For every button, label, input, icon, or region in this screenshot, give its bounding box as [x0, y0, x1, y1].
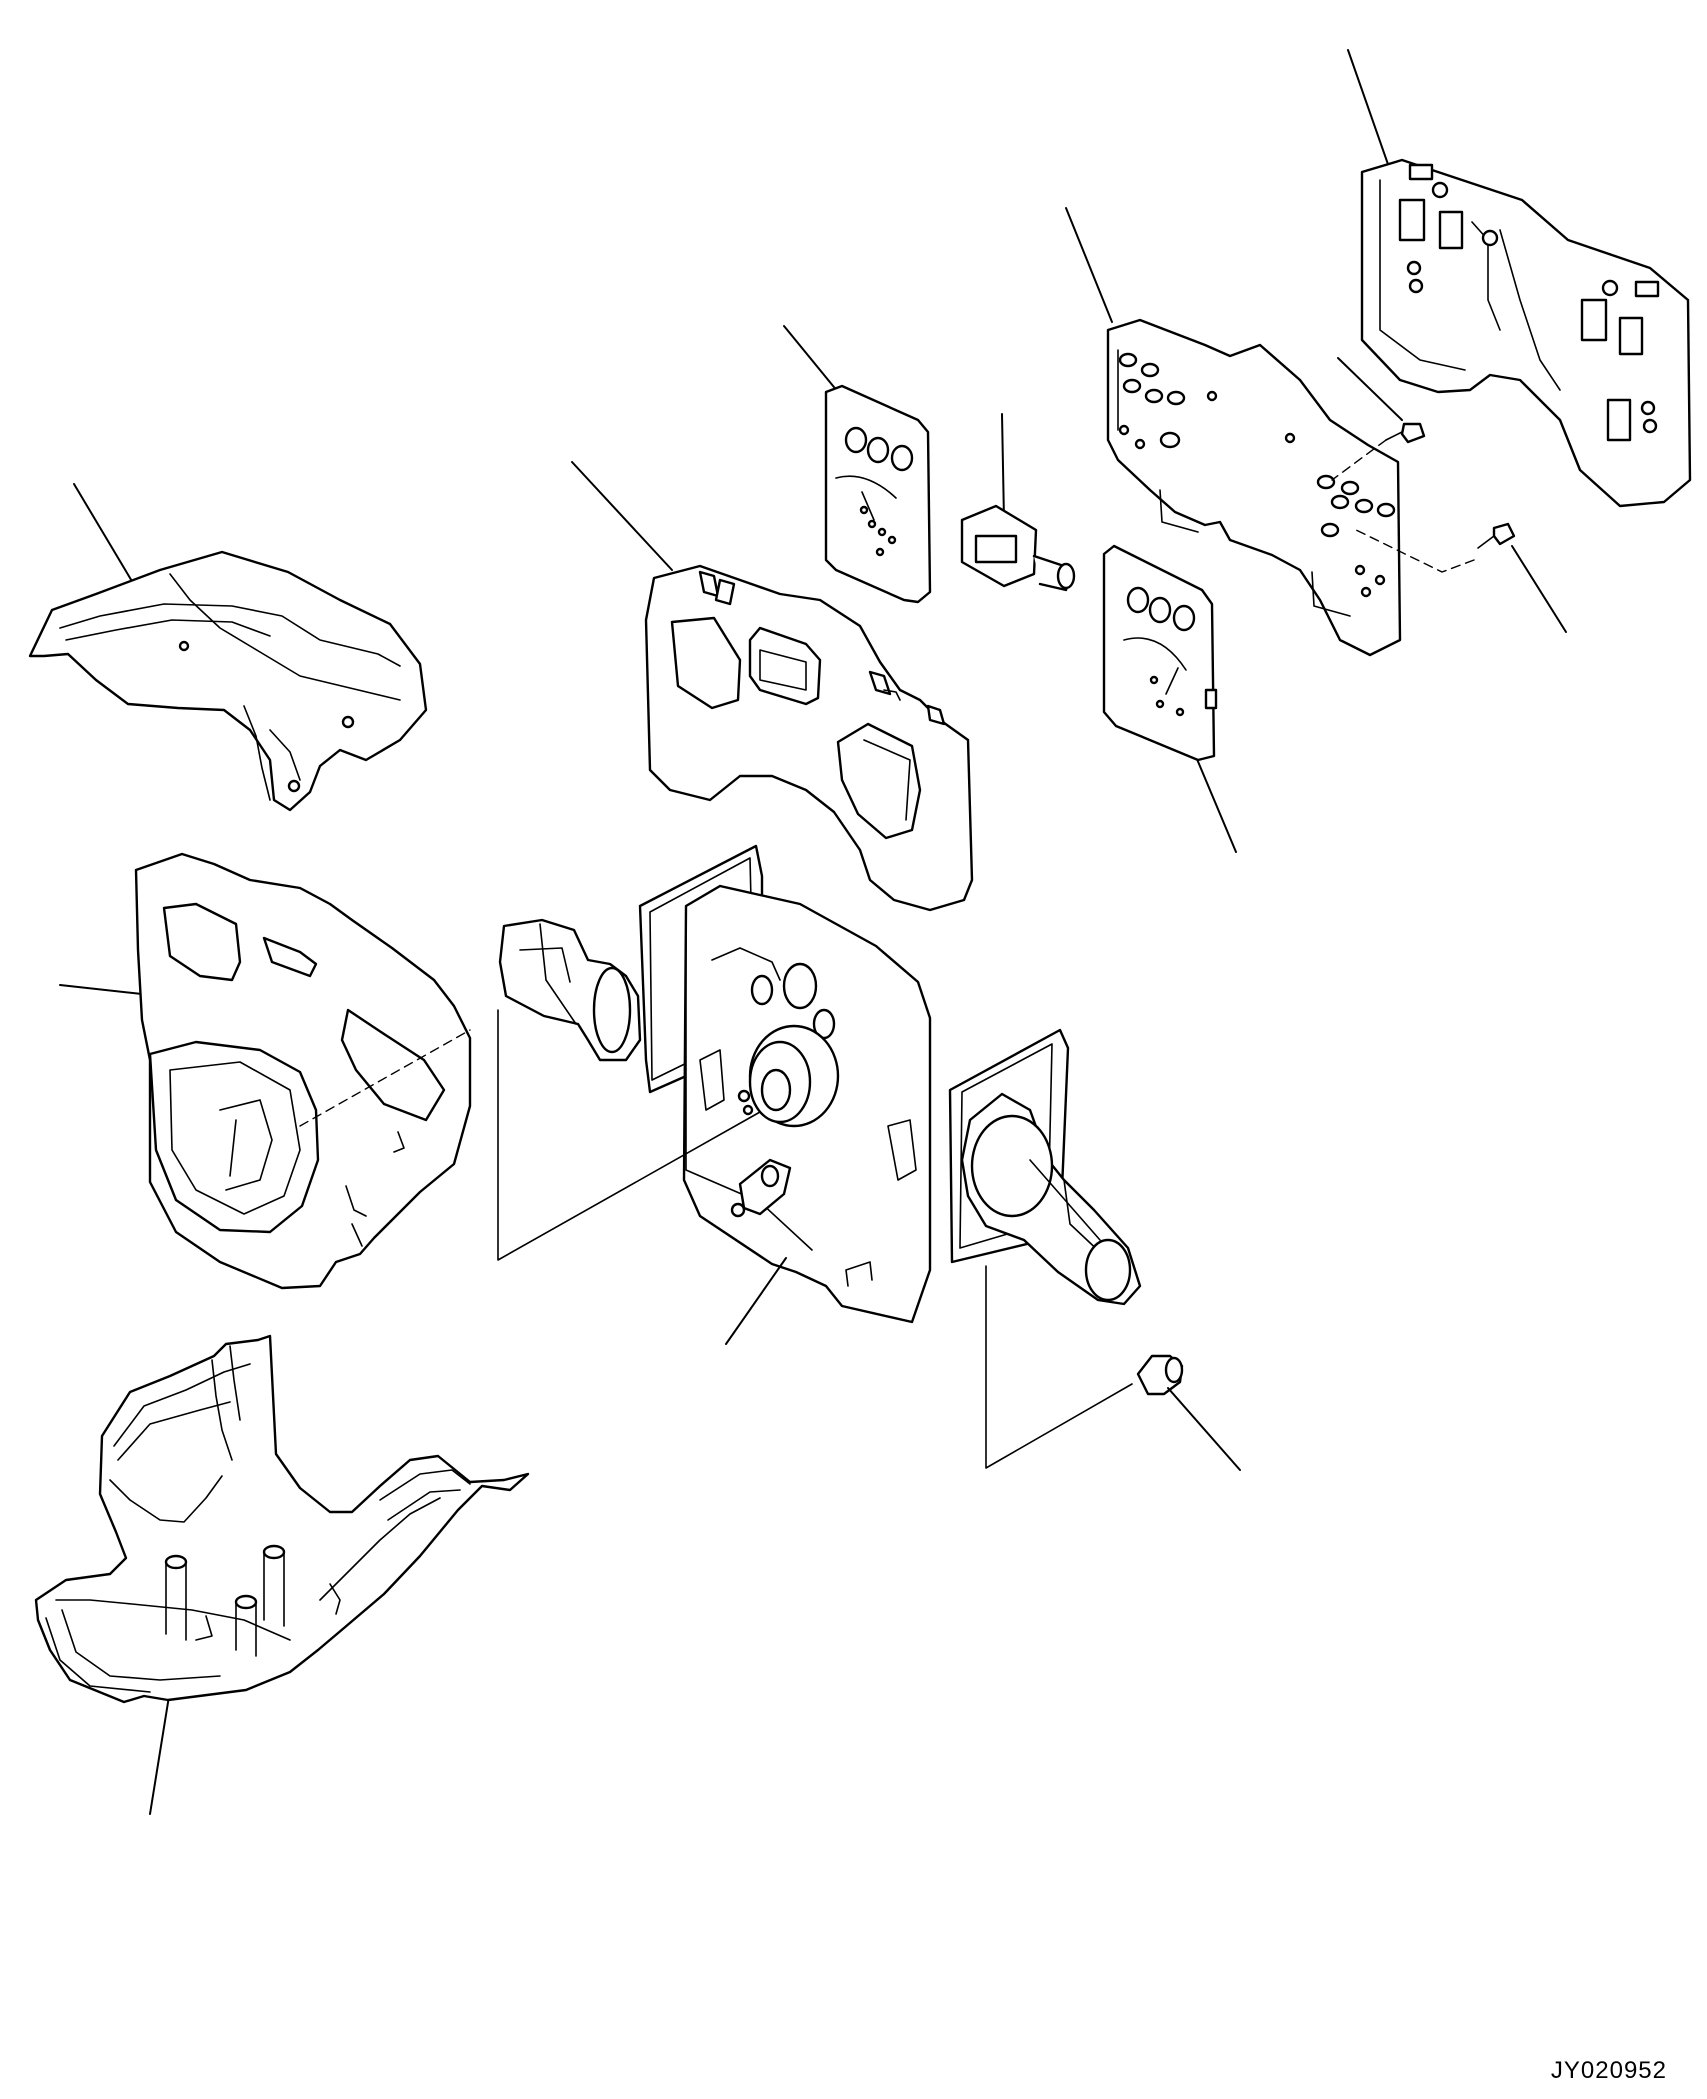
main-panel-plate	[1065, 207, 1402, 657]
rear-bracket-part	[1347, 49, 1692, 508]
bottom-bolt	[1136, 1354, 1241, 1471]
bolt-lower	[1351, 522, 1567, 633]
connection-lines	[497, 1009, 1133, 1469]
connector-switch	[960, 413, 1076, 592]
gauge-panel-upper	[783, 325, 932, 604]
side-frame-cover	[59, 852, 472, 1290]
gauge-panel-lower	[1102, 544, 1237, 853]
top-cover	[28, 483, 428, 812]
drawing-reference-code: JY020952	[1550, 2057, 1667, 2084]
joystick-housing	[498, 844, 1142, 1324]
front-cover-frame	[571, 461, 974, 912]
lower-cover	[34, 1334, 530, 1815]
bolt-upper	[1331, 357, 1426, 481]
